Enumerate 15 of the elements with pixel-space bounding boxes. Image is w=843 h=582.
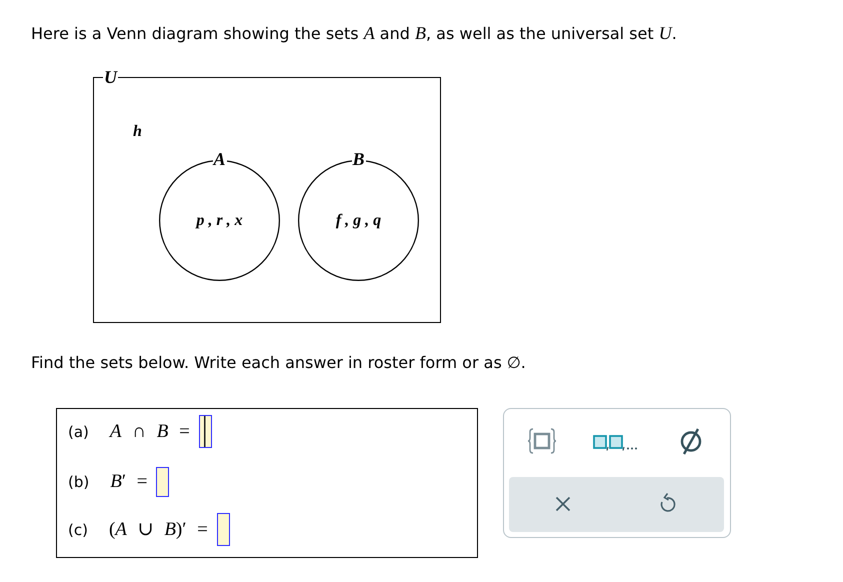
set-expression: A ∩ B = (110, 420, 190, 442)
part-label: (b) (68, 472, 90, 492)
set-label: U (103, 68, 118, 86)
set-expression: (A ∪ B)′ = (108, 518, 208, 540)
element-label: h (133, 123, 142, 141)
element-list: p , r , x (196, 212, 243, 230)
question-text: Here is a Venn diagram showing the sets A and B, as well as the universal set U. (31, 23, 677, 44)
set-label: A (212, 150, 226, 168)
instruction-text: Find the sets below. Write each answer in roster form or as ∅. (31, 353, 526, 373)
part-label: (a) (68, 422, 89, 442)
set-expression: B′ = (110, 471, 148, 493)
element-list: f , g , q (336, 212, 382, 230)
set-label: B (352, 150, 366, 168)
part-label: (c) (68, 520, 88, 540)
answer-panel (56, 408, 478, 558)
